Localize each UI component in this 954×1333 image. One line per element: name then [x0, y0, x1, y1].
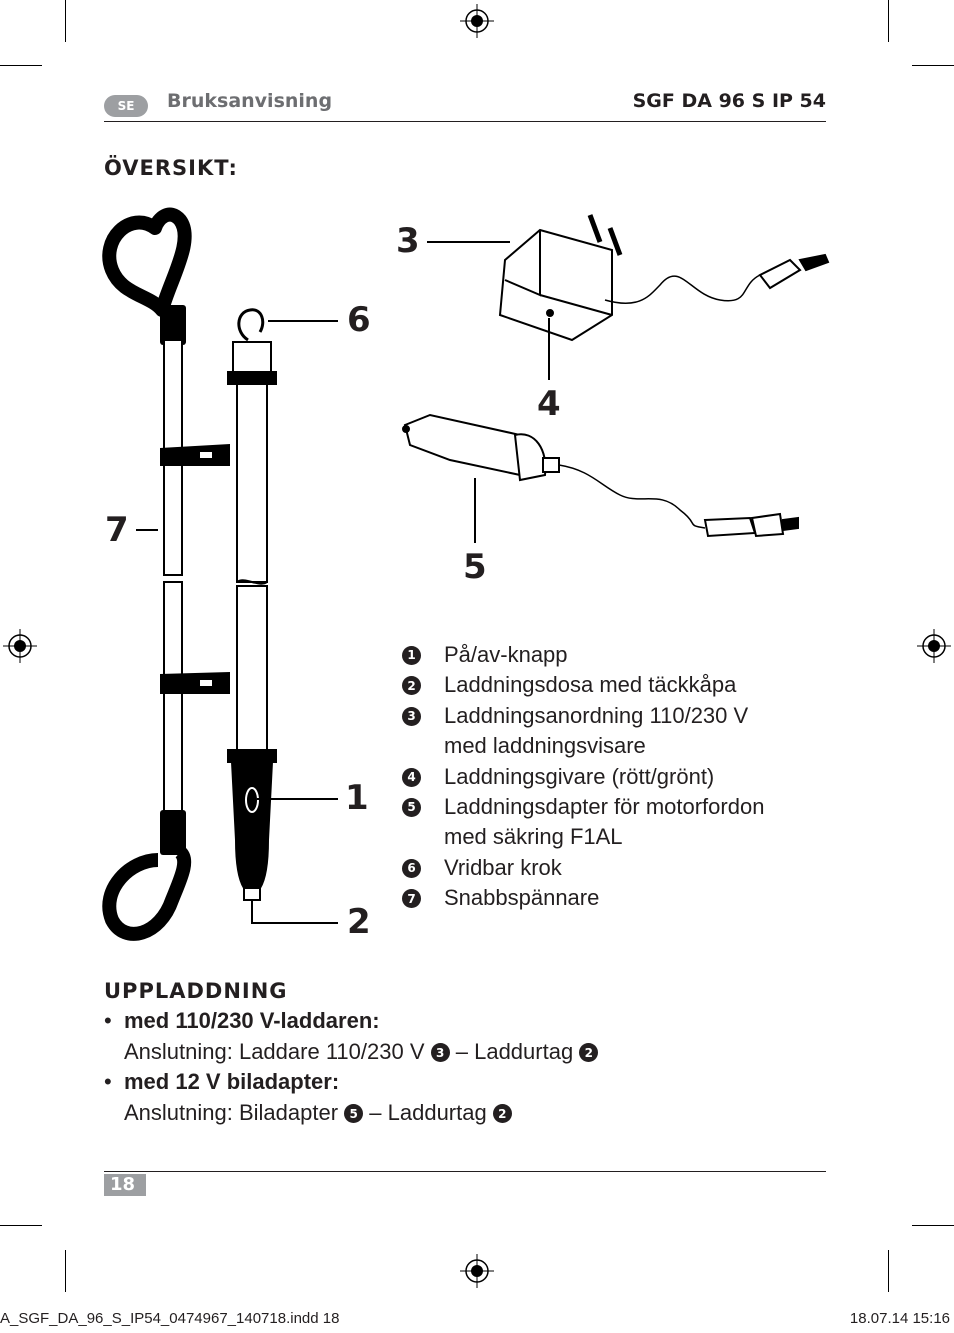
item-connection: Anslutning: Biladapter 5 – Laddurtag 2	[124, 1098, 512, 1129]
legend-text: med laddningsvisare	[444, 733, 646, 759]
legend-item: 7 Snabbspännare	[402, 883, 832, 913]
ref-number: 3	[430, 1043, 450, 1063]
legend-number: 7	[402, 889, 421, 909]
section-title: Bruksanvisning	[167, 90, 333, 112]
legend-number: 3	[402, 706, 421, 726]
model-name: SGF DA 96 S IP 54	[632, 90, 826, 112]
callout-7: 7	[105, 510, 129, 550]
item-connection: Anslutning: Laddare 110/230 V 3 – Laddur…	[124, 1037, 599, 1068]
legend-number: 2	[402, 676, 421, 696]
callout-5: 5	[463, 547, 487, 587]
file-slug: A_SGF_DA_96_S_IP54_0474967_140718.indd 1…	[0, 1310, 340, 1327]
legend-text: Laddningsanordning 110/230 V	[444, 702, 749, 728]
product-illustration	[102, 207, 830, 941]
legend-number: 4	[402, 767, 421, 787]
crop-mark	[888, 1250, 889, 1292]
car-adapter-illustration	[402, 413, 799, 538]
connection-text: – Laddurtag	[455, 1038, 574, 1064]
callout-1: 1	[345, 778, 369, 818]
item-title: med 110/230 V-laddaren:	[124, 1008, 380, 1033]
component-legend: 1 På/av-knapp 2 Laddningsdosa med täckkå…	[402, 640, 832, 914]
crop-mark	[888, 0, 889, 42]
legend-number: 5	[402, 798, 421, 818]
legend-item: 3 Laddningsanordning 110/230 V med laddn…	[402, 701, 832, 762]
callout-2: 2	[347, 902, 371, 942]
callout-6: 6	[347, 300, 371, 340]
connection-text: Anslutning: Biladapter	[124, 1099, 339, 1125]
legend-text: Laddningsdapter för motorfordon	[444, 794, 765, 820]
legend-text: Snabbspännare	[444, 885, 600, 911]
legend-number: 1	[402, 646, 421, 665]
registration-mark-icon	[460, 1254, 494, 1288]
charging-heading: UPPLADDNING	[104, 979, 288, 1003]
bullet: •	[104, 1069, 112, 1094]
footer-rule	[104, 1171, 826, 1172]
ref-number: 2	[492, 1104, 512, 1124]
language-badge: SE	[104, 95, 148, 117]
print-datetime: 18.07.14 15:16	[849, 1310, 950, 1327]
registration-mark-icon	[3, 629, 37, 663]
crop-mark	[65, 0, 66, 42]
registration-mark-icon	[460, 4, 494, 38]
bullet: •	[104, 1008, 112, 1033]
legend-text: Vridbar krok	[444, 854, 562, 880]
callout-4: 4	[537, 384, 561, 424]
legend-item: 2 Laddningsdosa med täckkåpa	[402, 670, 832, 700]
list-item: • med 12 V biladapter: Anslutning: Bilad…	[104, 1067, 804, 1128]
legend-item: 1 På/av-knapp	[402, 640, 832, 670]
crop-mark	[0, 1225, 42, 1226]
work-lamp-illustration	[227, 308, 277, 901]
mains-charger-illustration	[498, 214, 830, 342]
registration-mark-icon	[917, 629, 951, 663]
callout-3: 3	[396, 221, 420, 261]
crop-mark	[0, 65, 42, 66]
legend-text: På/av-knapp	[444, 642, 568, 667]
quick-strap-illustration	[102, 207, 230, 941]
legend-text: Laddningsgivare (rött/grönt)	[444, 763, 715, 789]
legend-item: 4 Laddningsgivare (rött/grönt)	[402, 762, 832, 792]
list-item: • med 110/230 V-laddaren: Anslutning: La…	[104, 1006, 804, 1067]
connection-text: Anslutning: Laddare 110/230 V	[124, 1038, 425, 1064]
crop-mark	[65, 1250, 66, 1292]
legend-text: Laddningsdosa med täckkåpa	[444, 672, 737, 698]
overview-heading: ÖVERSIKT:	[104, 156, 238, 180]
legend-text: med säkring F1AL	[444, 824, 623, 850]
page-number: 18	[104, 1174, 146, 1196]
crop-mark	[912, 65, 954, 66]
legend-number: 6	[402, 858, 421, 878]
header-rule	[104, 121, 826, 122]
callout-lines	[136, 241, 550, 924]
ref-number: 2	[579, 1043, 599, 1063]
charging-list: • med 110/230 V-laddaren: Anslutning: La…	[104, 1006, 804, 1128]
legend-item: 6 Vridbar krok	[402, 853, 832, 883]
item-title: med 12 V biladapter:	[124, 1069, 340, 1094]
connection-text: – Laddurtag	[369, 1099, 487, 1125]
crop-mark	[912, 1225, 954, 1226]
ref-number: 5	[344, 1104, 364, 1124]
legend-item: 5 Laddningsdapter för motorfordon med sä…	[402, 792, 832, 853]
